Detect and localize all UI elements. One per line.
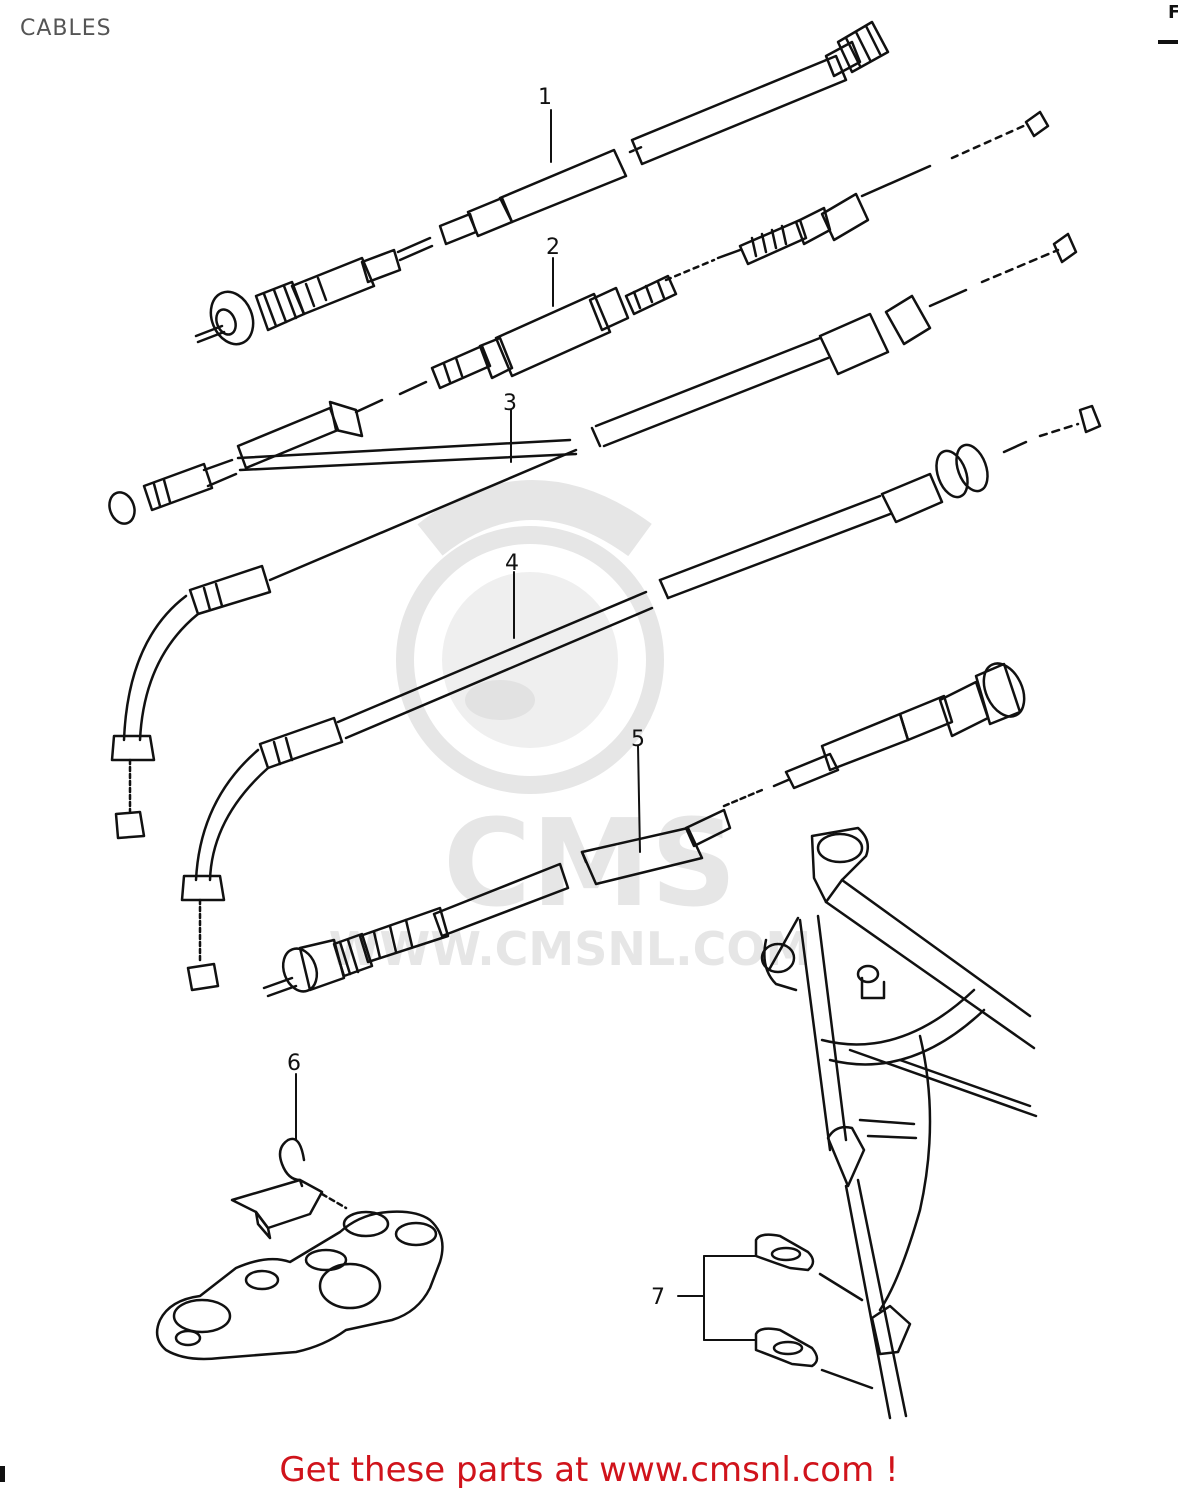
part-6-clip-bracket: [155, 1137, 444, 1361]
callout-2: 2: [546, 235, 560, 260]
watermark-brand: CMS: [443, 795, 737, 934]
cable-5-speedometer: [262, 662, 1026, 998]
cable-2: [398, 110, 1050, 396]
part-7-clamps-frame: [754, 826, 1038, 1420]
cable-4: [180, 404, 1102, 992]
callout-7: 7: [651, 1285, 665, 1310]
callout-5: 5: [631, 727, 645, 752]
callout-3: 3: [503, 391, 517, 416]
corner-bar: [1158, 40, 1178, 44]
callout-6: 6: [287, 1051, 301, 1076]
cable-3: [108, 232, 1078, 840]
footer-link[interactable]: Get these parts at www.cmsnl.com !: [279, 1450, 899, 1490]
leader-lines: [295, 109, 757, 1341]
cable-1-tachometer: [194, 20, 890, 346]
watermark-url: WWW.CMSNL.COM: [329, 922, 812, 976]
callout-1: 1: [538, 85, 552, 110]
callout-4: 4: [505, 551, 519, 576]
corner-mark: F: [1168, 2, 1178, 23]
page-title: CABLES: [20, 16, 112, 41]
left-margin-mark: [0, 1466, 5, 1482]
